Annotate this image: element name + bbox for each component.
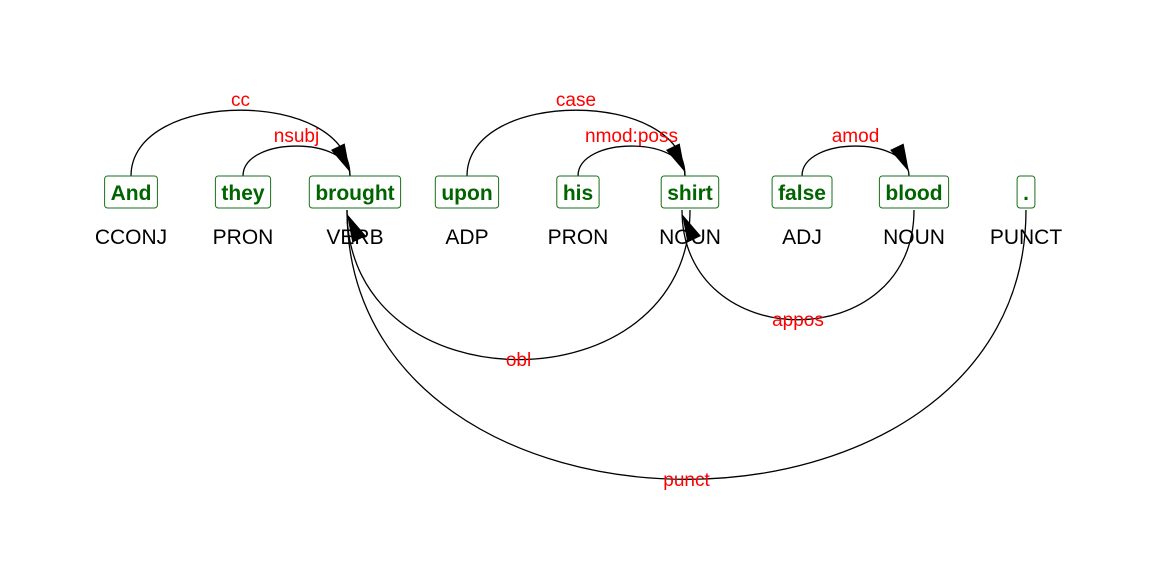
pos-tag: ADJ (782, 226, 822, 249)
word-token: upon (441, 182, 492, 205)
relation-label: obl (506, 350, 531, 371)
word-box (214, 175, 272, 209)
word-box (104, 175, 158, 209)
arc-obl (346, 209, 691, 361)
word-token: blood (885, 182, 942, 205)
word-token: shirt (667, 182, 713, 205)
word-token: his (563, 182, 593, 205)
pos-tag: CCONJ (95, 226, 167, 249)
arc-punct (346, 209, 1027, 480)
relation-label: nsubj (274, 126, 319, 147)
pos-tag: NOUN (659, 226, 721, 249)
arc-appos (681, 209, 915, 321)
word-token: false (778, 182, 826, 205)
word-box (556, 175, 600, 209)
word-token: . (1023, 182, 1029, 205)
pos-tag: PUNCT (990, 226, 1063, 249)
arc-cc (130, 109, 351, 177)
arcs-layer (130, 109, 1027, 480)
relation-label: case (556, 90, 596, 111)
word-box (771, 175, 833, 209)
word-token: And (111, 182, 152, 205)
arc-case (466, 109, 686, 177)
arrow-head (890, 143, 909, 172)
arrow-head (666, 143, 685, 172)
arrow-head (682, 214, 701, 243)
word-box (434, 175, 500, 209)
relation-label: cc (231, 90, 250, 111)
relation-label: punct (663, 470, 710, 491)
relation-label: amod (832, 126, 880, 147)
pos-tag: PRON (213, 226, 274, 249)
word-token: brought (315, 182, 394, 205)
word-box (1016, 175, 1036, 209)
pos-tag: PRON (548, 226, 609, 249)
relation-label: appos (772, 310, 824, 331)
word-box (878, 175, 950, 209)
arrow-head (331, 143, 350, 172)
pos-tag: ADP (445, 226, 488, 249)
pos-tag: NOUN (883, 226, 945, 249)
word-token: they (221, 182, 265, 205)
word-box (660, 175, 720, 209)
relation-label: nmod:poss (585, 126, 678, 147)
pos-tag: VERB (326, 226, 383, 249)
relation-labels-layer: cc nsubj case nmod:poss amod appos obl punct (231, 90, 879, 491)
word-box (308, 175, 402, 209)
arrow-head (347, 214, 366, 243)
